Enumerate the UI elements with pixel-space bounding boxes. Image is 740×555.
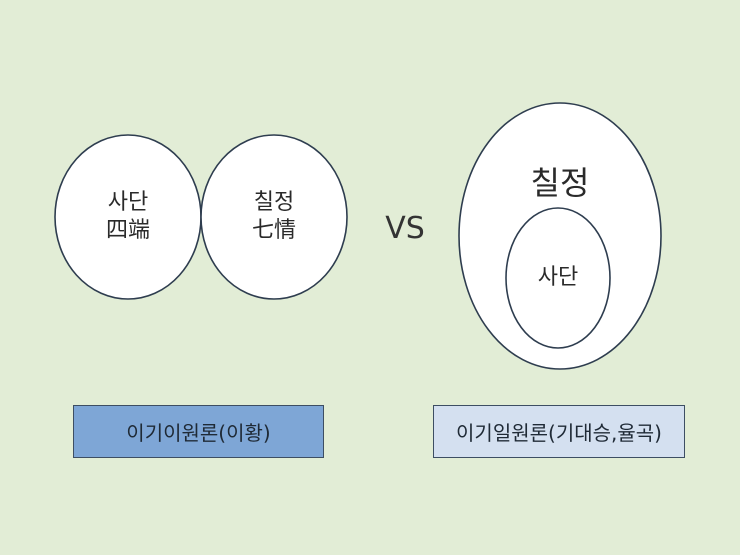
inner-sadan-label: 사단 — [537, 265, 579, 290]
chiljeong-ellipse — [200, 134, 348, 300]
vs-label: VS — [385, 211, 425, 246]
chiljeong-label: 칠정 七情 — [224, 189, 324, 244]
chiljeong-hangul: 칠정 — [253, 190, 295, 215]
monism-label: 이기일원론(기대승,율곡) — [456, 421, 662, 445]
chiljeong-hanja: 七情 — [251, 217, 296, 243]
monism-box: 이기일원론(기대승,율곡) — [433, 405, 685, 458]
sadan-hanja: 四端 — [105, 217, 150, 243]
dualism-box: 이기이원론(이황) — [73, 405, 324, 458]
outer-chiljeong-label: 칠정 — [530, 164, 590, 202]
dualism-label: 이기이원론(이황) — [126, 421, 271, 445]
sadan-label: 사단 四端 — [78, 189, 178, 244]
sadan-hangul: 사단 — [107, 190, 149, 215]
inner-sadan-ellipse — [505, 207, 611, 349]
